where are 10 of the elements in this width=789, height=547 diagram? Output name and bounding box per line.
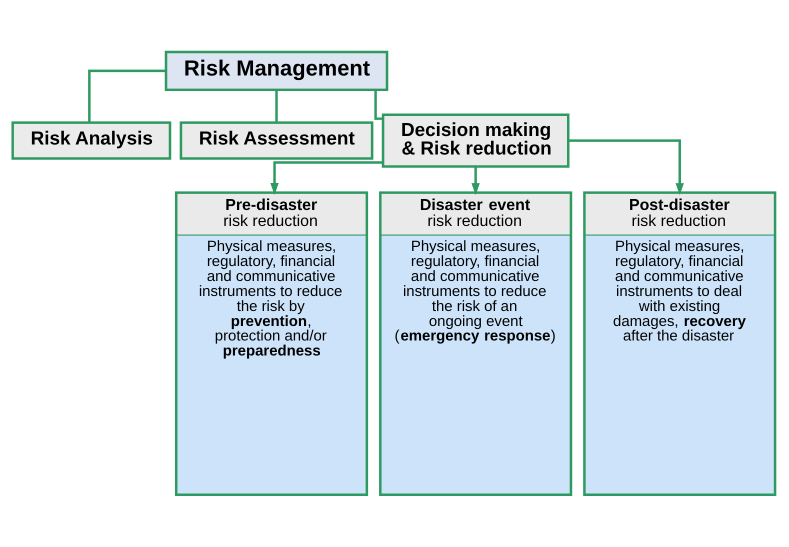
connector: [88, 69, 166, 122]
node-box: Risk Analysis: [11, 120, 172, 160]
arrow: [471, 166, 480, 195]
node-box: Risk Assessment: [180, 120, 374, 160]
arrow: [270, 160, 384, 194]
connector: [374, 90, 383, 120]
arrow: [568, 138, 684, 195]
node-box: Risk Management: [164, 50, 388, 91]
connector: [275, 89, 278, 122]
node-box: Decision making & Risk reduction: [382, 112, 570, 168]
